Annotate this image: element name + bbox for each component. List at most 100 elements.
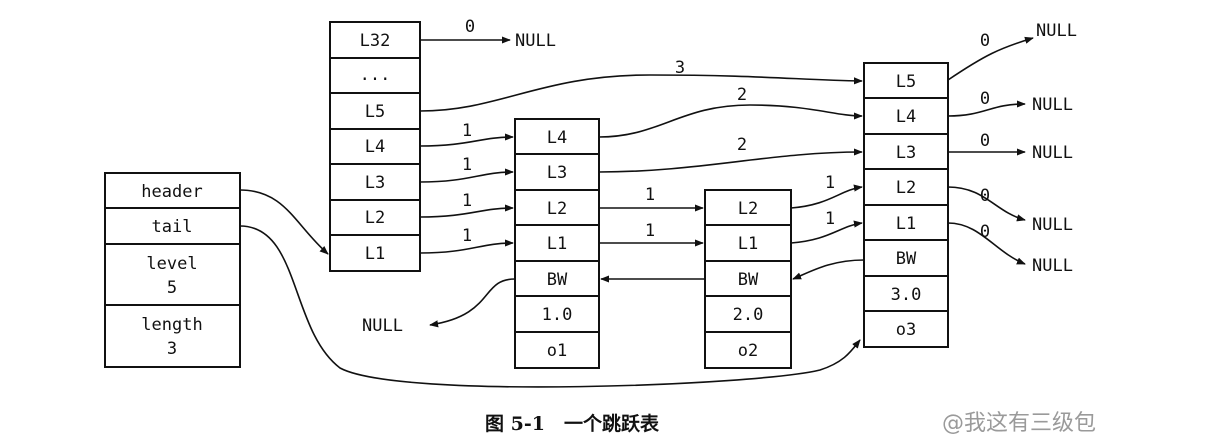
node3-level-2 — [863, 168, 949, 206]
span-node1-L1: 1 — [645, 221, 655, 241]
node3-level-3-label: L3 — [896, 143, 916, 163]
node-1: L4 L3 L2 L1 BW 1.0 o1 — [514, 118, 600, 369]
node2-level-1 — [704, 224, 792, 262]
span-head-L1: 1 — [462, 226, 472, 246]
null-node3-L3: NULL — [1032, 143, 1073, 163]
span-node3-L2: 0 — [980, 186, 990, 206]
head-level-4 — [329, 128, 421, 165]
length-value: 3 — [167, 339, 177, 359]
span-node2-L1: 1 — [825, 209, 835, 229]
head-level-2 — [329, 199, 421, 236]
span-node3-L5: 0 — [980, 31, 990, 51]
null-node3-L4: NULL — [1032, 95, 1073, 115]
head-L2-forward — [419, 204, 514, 218]
node2-level-1-label: L1 — [738, 234, 758, 254]
node1-backward-label: BW — [547, 270, 568, 290]
header-label: header — [141, 182, 202, 202]
node3-level-5-label: L5 — [896, 72, 916, 92]
null-node3-L2: NULL — [1032, 215, 1073, 235]
node3-object — [863, 310, 949, 348]
node1-score-label: 1.0 — [542, 305, 573, 325]
node2-score — [704, 295, 792, 333]
node3-backward-label: BW — [896, 249, 917, 269]
node-2: L2 L1 BW 2.0 o2 — [704, 189, 792, 369]
node1-level-2 — [514, 189, 600, 226]
node1-backward-pointer — [429, 278, 516, 328]
head-level-3-label: L3 — [365, 173, 385, 193]
node2-L2-forward — [790, 184, 863, 209]
node1-level-4 — [514, 118, 600, 155]
null-node3-L1: NULL — [1032, 256, 1073, 276]
zskiplist-struct: header tail level 5 length 3 — [104, 172, 241, 368]
span-node2-L2: 1 — [825, 173, 835, 193]
head-level-4-label: L4 — [365, 137, 385, 157]
header-cell — [104, 172, 241, 209]
span-head-L3: 1 — [462, 155, 472, 175]
node1-level-4-label: L4 — [547, 128, 567, 148]
head-level-5-label: L5 — [365, 102, 385, 122]
null-head-L32: NULL — [515, 31, 556, 51]
node1-level-3-label: L3 — [547, 163, 567, 183]
header-pointer — [239, 189, 329, 255]
node3-object-label: o3 — [896, 320, 916, 340]
node2-L1-forward — [790, 220, 863, 244]
length-label: length — [141, 315, 202, 335]
span-head-L32: 0 — [465, 17, 475, 37]
span-node1-L4: 2 — [737, 85, 747, 105]
node3-level-2-label: L2 — [896, 178, 916, 198]
node2-backward-label: BW — [738, 270, 759, 290]
node3-L5-forward — [947, 36, 1034, 81]
node1-L4-forward — [598, 104, 863, 138]
node1-score — [514, 295, 600, 333]
figure-caption: 图 5-1 一个跳跃表 — [485, 412, 660, 435]
tail-pointer — [239, 225, 861, 388]
head-L5-forward — [419, 74, 863, 112]
head-level-ellipsis — [329, 57, 421, 94]
length-cell — [104, 304, 241, 368]
null-terminals: NULL NULL NULL NULL NULL NULL NULL — [362, 21, 1077, 336]
node3-score-label: 3.0 — [891, 285, 922, 305]
level-value: 5 — [167, 278, 177, 298]
pointers — [239, 36, 1034, 388]
node2-level-2 — [704, 189, 792, 226]
watermark: @我这有三级包 — [942, 411, 1096, 436]
node3-backward-pointer — [792, 259, 865, 280]
node3-level-5 — [863, 62, 949, 99]
span-node3-L4: 0 — [980, 89, 990, 109]
node3-level-1-label: L1 — [896, 214, 916, 234]
node3-L1-forward — [947, 222, 1026, 265]
span-node3-L1: 0 — [980, 222, 990, 242]
head-node: L32 ... L5 L4 L3 L2 L1 — [329, 21, 421, 272]
span-labels: 0 3 1 1 1 1 2 2 1 1 1 1 0 0 0 0 0 — [462, 17, 990, 246]
node1-level-2-label: L2 — [547, 199, 567, 219]
node2-object — [704, 331, 792, 369]
head-L3-forward — [419, 168, 514, 183]
node1-level-1-label: L1 — [547, 234, 567, 254]
node3-level-4-label: L4 — [896, 107, 916, 127]
head-L4-forward — [419, 133, 514, 147]
span-head-L4: 1 — [462, 121, 472, 141]
head-level-2-label: L2 — [365, 208, 385, 228]
null-node3-L5: NULL — [1036, 21, 1077, 41]
tail-label: tail — [152, 217, 193, 237]
span-head-L5: 3 — [675, 58, 685, 78]
node3-L2-forward — [947, 186, 1026, 222]
head-level-32-label: L32 — [360, 31, 391, 51]
node2-score-label: 2.0 — [733, 305, 764, 325]
span-node1-L2: 1 — [645, 185, 655, 205]
node3-backward — [863, 239, 949, 277]
node1-L3-forward — [598, 148, 863, 173]
head-level-ellipsis-label: ... — [360, 65, 391, 85]
span-node1-L3: 2 — [737, 135, 747, 155]
node1-object — [514, 331, 600, 369]
span-head-L2: 1 — [462, 191, 472, 211]
node1-object-label: o1 — [547, 341, 567, 361]
head-L1-forward — [419, 239, 514, 254]
node-3: L5 L4 L3 L2 L1 BW 3.0 o3 — [863, 62, 949, 348]
node3-score — [863, 275, 949, 312]
span-node3-L3: 0 — [980, 131, 990, 151]
node2-level-2-label: L2 — [738, 199, 758, 219]
head-level-1-label: L1 — [365, 244, 385, 264]
node2-object-label: o2 — [738, 341, 758, 361]
